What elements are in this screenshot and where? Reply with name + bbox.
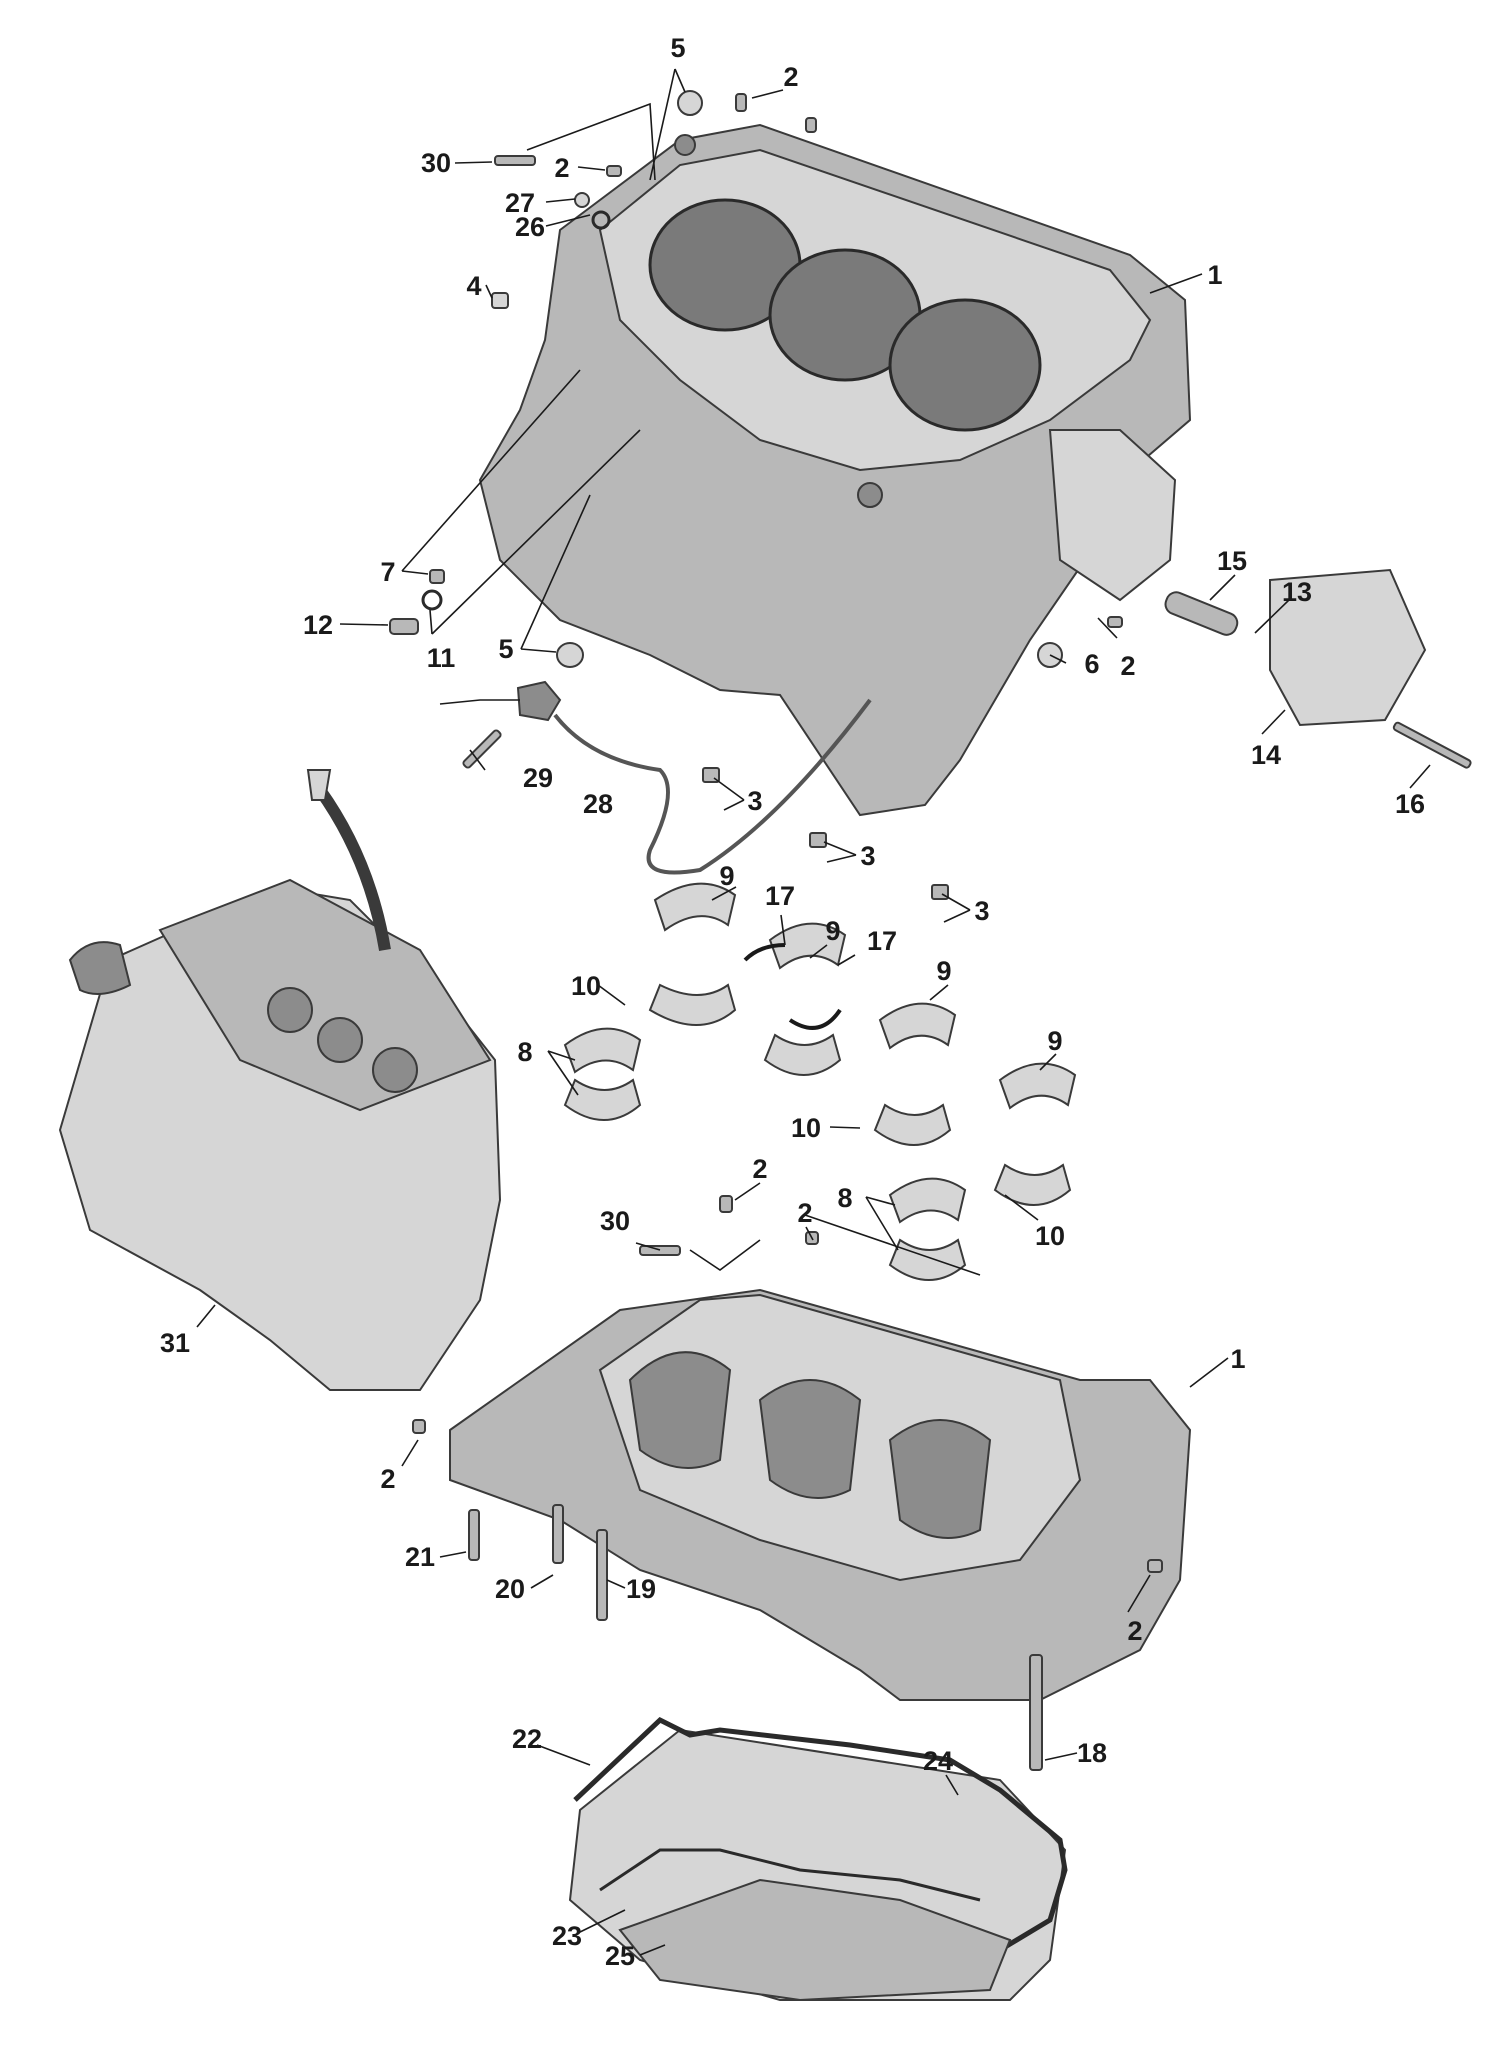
callout-2-lower-right: 2 bbox=[1127, 1616, 1142, 1646]
dowel-pin-lower-1 bbox=[719, 1195, 733, 1213]
pin-15 bbox=[1164, 591, 1239, 636]
callout-2-upper-left: 2 bbox=[554, 153, 569, 183]
callout-14: 14 bbox=[1251, 740, 1281, 770]
bolt-16 bbox=[1392, 721, 1472, 769]
callout-30-lower: 30 bbox=[600, 1206, 630, 1236]
callout-22: 22 bbox=[512, 1724, 542, 1754]
callout-labels: 1 1 2 2 2 2 2 2 2 3 3 3 4 5 5 6 7 8 8 9 … bbox=[160, 33, 1425, 1971]
callout-9-b: 9 bbox=[825, 916, 840, 946]
leader-lines bbox=[196, 68, 1431, 1956]
sensor-wire bbox=[553, 698, 872, 875]
callout-5-mid: 5 bbox=[498, 634, 513, 664]
jet-3b bbox=[809, 832, 827, 848]
spacer-5 bbox=[556, 642, 584, 668]
callout-17-a: 17 bbox=[765, 881, 795, 911]
upper-crankcase bbox=[478, 123, 1192, 817]
callout-2-lower-top: 2 bbox=[752, 1154, 767, 1184]
dowel-pin-top bbox=[735, 93, 747, 112]
assembled-engine bbox=[58, 769, 502, 1391]
callout-11: 11 bbox=[427, 643, 456, 673]
bolt-20 bbox=[552, 1504, 564, 1564]
callout-1-upper: 1 bbox=[1207, 260, 1222, 290]
callout-17-b: 17 bbox=[867, 926, 897, 956]
callout-23: 23 bbox=[552, 1921, 582, 1951]
bolt-30-top bbox=[494, 155, 536, 166]
callout-27: 27 bbox=[505, 188, 535, 218]
callout-2-lower-mid: 2 bbox=[797, 1198, 812, 1228]
callout-21: 21 bbox=[405, 1542, 435, 1572]
dowel-pin-6 bbox=[1107, 616, 1123, 628]
bolt-29 bbox=[462, 729, 502, 769]
callout-10-b: 10 bbox=[791, 1113, 821, 1143]
callout-7: 7 bbox=[380, 557, 395, 587]
dowel-pin-27 bbox=[606, 165, 622, 177]
bolt-19 bbox=[596, 1529, 608, 1621]
callout-9-d: 9 bbox=[1047, 1026, 1062, 1056]
callout-4: 4 bbox=[466, 271, 481, 301]
callout-1-lower: 1 bbox=[1230, 1344, 1245, 1374]
callout-3-c: 3 bbox=[974, 896, 989, 926]
callout-3-a: 3 bbox=[747, 786, 762, 816]
callout-16: 16 bbox=[1395, 789, 1425, 819]
callout-25: 25 bbox=[605, 1941, 635, 1971]
cover-14 bbox=[1269, 568, 1427, 727]
callout-2-upper-right: 2 bbox=[1120, 651, 1135, 681]
callout-2-top: 2 bbox=[783, 62, 798, 92]
callout-29: 29 bbox=[523, 763, 553, 793]
plug-12 bbox=[389, 618, 419, 635]
dowel-pin-top-right bbox=[805, 117, 817, 133]
callout-6: 6 bbox=[1084, 649, 1099, 679]
dowel-pin-lower-left bbox=[412, 1419, 426, 1434]
callout-12: 12 bbox=[303, 610, 333, 640]
plug-4 bbox=[491, 292, 509, 309]
callout-2-lower-left: 2 bbox=[380, 1464, 395, 1494]
bolt-30-lower bbox=[639, 1245, 681, 1256]
callout-24: 24 bbox=[923, 1746, 953, 1776]
callout-31: 31 bbox=[160, 1328, 190, 1358]
o-ring-26 bbox=[591, 210, 611, 230]
o-ring-11 bbox=[421, 589, 443, 611]
callout-9-c: 9 bbox=[936, 956, 951, 986]
callout-20: 20 bbox=[495, 1574, 525, 1604]
bolt-18 bbox=[1029, 1654, 1043, 1771]
callout-8-lower: 8 bbox=[837, 1183, 852, 1213]
callout-30-upper: 30 bbox=[421, 148, 451, 178]
callout-3-b: 3 bbox=[860, 841, 875, 871]
lower-crankcase bbox=[412, 1195, 1192, 1941]
callout-26: 26 bbox=[515, 212, 545, 242]
bolt-21 bbox=[468, 1509, 480, 1561]
callout-5-top: 5 bbox=[670, 33, 685, 63]
spacer-top bbox=[677, 90, 703, 116]
knock-sensor bbox=[516, 680, 562, 722]
oil-pan bbox=[568, 1716, 1068, 2002]
callout-13: 13 bbox=[1282, 577, 1312, 607]
callout-15: 15 bbox=[1217, 546, 1247, 576]
plug-7 bbox=[429, 569, 445, 584]
washer-27 bbox=[574, 192, 590, 208]
callout-28: 28 bbox=[583, 789, 613, 819]
callout-18: 18 bbox=[1077, 1738, 1107, 1768]
callout-10-a: 10 bbox=[571, 971, 601, 1001]
callout-19: 19 bbox=[626, 1574, 656, 1604]
callout-9-a: 9 bbox=[719, 861, 734, 891]
bearings bbox=[563, 882, 1077, 1281]
callout-8-left: 8 bbox=[517, 1037, 532, 1067]
dowel-pin-lower-right bbox=[1147, 1559, 1163, 1573]
callout-10-c: 10 bbox=[1035, 1221, 1065, 1251]
